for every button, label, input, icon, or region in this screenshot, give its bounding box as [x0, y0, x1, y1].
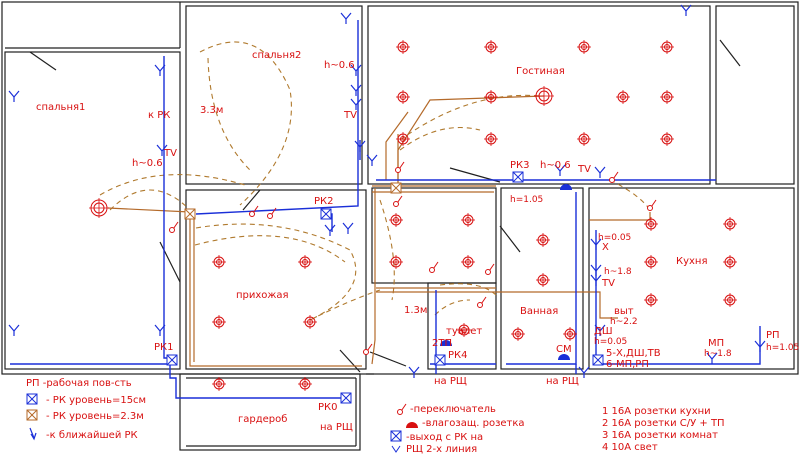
room-bedroom2-size: 3.3м: [200, 105, 223, 116]
annot-tv-a: TV: [163, 148, 177, 159]
annot-rk2: РК2: [314, 196, 334, 207]
legend-right: 1 16А розетки кухни 2 16А розетки С/У + …: [602, 406, 725, 453]
legend-left: РП -рабочая пов-сть - РК уровень=15см - …: [26, 378, 146, 441]
room-labels: спальня1 спальня2 3.3м Гостиная прихожая…: [36, 50, 708, 425]
legend-left-1: - РК уровень=15см: [46, 395, 146, 406]
legend-mid-2: -выход с РК на: [406, 432, 483, 443]
legend-left-2: - РК уровень=2.3м: [46, 411, 144, 422]
annot-h005-k: h=0.05: [598, 233, 631, 243]
annot-to-rsch-1: на РЩ: [320, 422, 353, 433]
annot-to-rk: к РК: [148, 110, 170, 121]
brown-wiring: [107, 95, 651, 367]
room-toilet: туалет: [446, 326, 482, 337]
annot-x-k: X: [602, 242, 609, 253]
annot-rk1: РК1: [154, 342, 174, 353]
annot-h06-b: h~0.6: [324, 60, 355, 71]
lighting-arcs: [99, 41, 651, 321]
annot-grp5: 5-Х,ДШ,ТВ: [606, 348, 661, 359]
annot-rk0: РК0: [318, 402, 338, 413]
annot-exhaust: выт: [614, 306, 634, 317]
room-living: Гостиная: [516, 66, 565, 77]
annot-to-rsch-3: на РЩ: [546, 376, 579, 387]
annot-rp: РП: [766, 330, 780, 341]
annot-dsh: ДШ: [594, 326, 613, 337]
moisture-sockets: [440, 184, 572, 360]
annot-to-rsch-2: на РЩ: [434, 376, 467, 387]
annot-h06-a: h~0.6: [132, 158, 163, 169]
legend-right-0: 1 16А розетки кухни: [602, 406, 711, 417]
legend-left-0: РП -рабочая пов-сть: [26, 378, 132, 389]
annot-h22: h~2.2: [610, 317, 638, 327]
legend-right-3: 4 10А свет: [602, 442, 658, 453]
room-bathroom: Ванная: [520, 306, 558, 317]
annot-h105-bath: h=1.05: [510, 195, 543, 205]
legend-mid-1: -влагозащ. розетка: [422, 418, 525, 429]
legend-right-2: 3 16А розетки комнат: [602, 430, 718, 441]
annot-h105-rp: h=1.05: [766, 343, 799, 353]
room-kitchen: Кухня: [676, 256, 708, 267]
annotations: к РК TV h~0.6 h~0.6 TV РК3 h~0.6 TV РК2 …: [132, 60, 799, 433]
legend-right-1: 2 16А розетки С/У + ТП: [602, 418, 725, 429]
legend-mid-0: -переключатель: [410, 404, 496, 415]
room-bedroom1: спальня1: [36, 102, 85, 113]
annot-tv-c: TV: [577, 164, 591, 175]
annot-grp6: 6-МП,РП: [606, 359, 649, 370]
annot-cm: СМ: [556, 344, 572, 355]
room-bedroom2: спальня2: [252, 50, 301, 61]
annot-h18-mp: h~1.8: [704, 349, 732, 359]
room-wardrobe: гардероб: [238, 414, 287, 425]
annot-mp: МП: [708, 338, 724, 349]
annot-2tp: 2ТП: [432, 338, 452, 349]
annot-tv-k: TV: [601, 278, 615, 289]
annot-h005-dsh: h=0.05: [594, 337, 627, 347]
legend-left-3: -к ближайшей РК: [46, 430, 138, 441]
annot-h18-k: h~1.8: [604, 267, 632, 277]
room-hall-size: 1.3м: [404, 305, 427, 316]
legend-mid-3: РЩ 2-х линия: [406, 444, 477, 454]
annot-h06-c: h~0.6: [540, 160, 571, 171]
room-hall: прихожая: [236, 290, 289, 301]
legend-mid: -переключатель -влагозащ. розетка -выход…: [390, 403, 525, 454]
annot-tv-b: TV: [343, 110, 357, 121]
annot-rk4: РК4: [448, 350, 468, 361]
annot-rk3: РК3: [510, 160, 530, 171]
